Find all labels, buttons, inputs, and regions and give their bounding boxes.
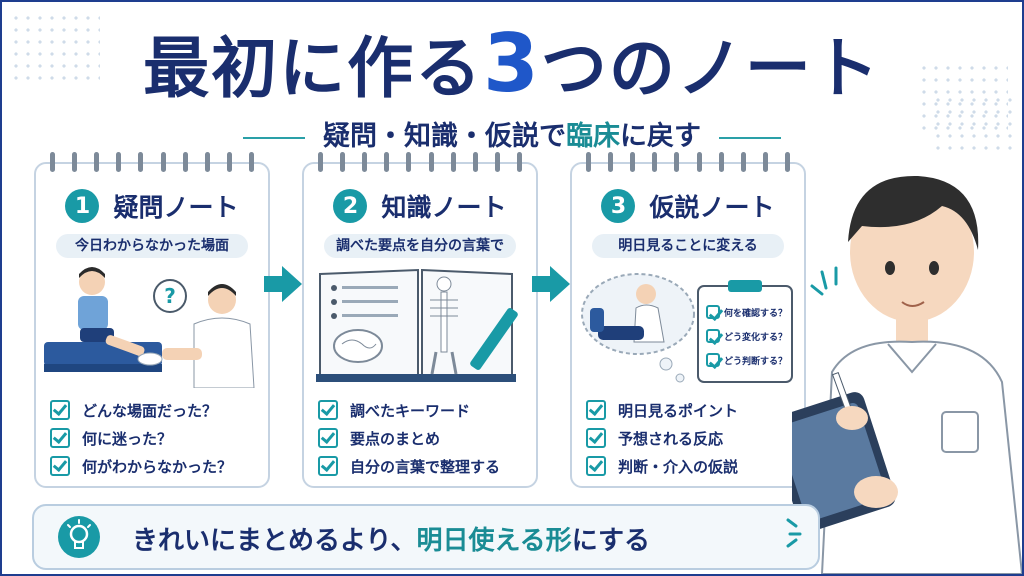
notebook-rings <box>50 152 254 172</box>
card-title: 疑問ノート <box>113 193 239 222</box>
dot-pattern-right <box>932 94 1012 154</box>
check-item: 判断・介入の仮説 <box>586 452 796 480</box>
card-caption: 明日見ることに変える <box>592 234 784 258</box>
checkbox-icon <box>50 456 70 476</box>
checkbox-icon <box>586 428 606 448</box>
check-item: 調べたキーワード <box>318 396 528 424</box>
card-hypothesis-note: 3 仮説ノート 明日見ることに変える 何を確認する？ どう変化する？ どう判断す… <box>570 152 806 488</box>
check-item: 何がわからなかった？ <box>50 452 260 480</box>
checkbox-icon <box>318 456 338 476</box>
checkbox-icon <box>318 400 338 420</box>
clipboard-list: 何を確認する？ どう変化する？ どう判断する？ <box>706 300 802 372</box>
step-badge: 1 <box>65 189 100 223</box>
checkbox-icon <box>706 329 720 343</box>
dot-pattern-topleft <box>10 12 100 82</box>
step-badge: 2 <box>333 189 368 223</box>
notebook-rings <box>318 152 522 172</box>
card-caption: 今日わからなかった場面 <box>56 234 248 258</box>
checkbox-icon <box>586 456 606 476</box>
check-item: 何に迷った？ <box>50 424 260 452</box>
checkbox-icon <box>706 353 720 367</box>
check-item: 要点のまとめ <box>318 424 528 452</box>
clipboard-item: どう変化する？ <box>706 324 802 348</box>
page-title: 最初に作る3つのノート <box>143 17 881 110</box>
subtitle-rule-right <box>719 136 781 139</box>
check-item: どんな場面だった？ <box>50 396 260 424</box>
step-badge: 3 <box>601 189 636 223</box>
checkbox-icon <box>318 428 338 448</box>
spark-lines-icon <box>786 518 802 548</box>
check-item: 自分の言葉で整理する <box>318 452 528 480</box>
checkbox-icon <box>50 428 70 448</box>
check-item: 明日見るポイント <box>586 396 796 424</box>
check-item: 予想される反応 <box>586 424 796 452</box>
card-question-note: 1 疑問ノート 今日わからなかった場面 ? どんな場面だった？ 何に迷った？ 何… <box>34 152 270 488</box>
checkbox-icon <box>706 305 720 319</box>
tip-text: きれいにまとめるより、明日使える形にする <box>132 526 650 556</box>
subtitle-rule-left <box>243 136 305 139</box>
notebook-rings <box>586 152 790 172</box>
lightbulb-icon <box>58 516 100 558</box>
page-subtitle: 疑問・知識・仮説で臨床に戻す <box>2 114 1022 153</box>
checkbox-icon <box>586 400 606 420</box>
card-title: 仮説ノート <box>649 193 775 222</box>
card-title: 知識ノート <box>381 193 507 222</box>
card-caption: 調べた要点を自分の言葉で <box>324 234 516 258</box>
card-knowledge-note: 2 知識ノート 調べた要点を自分の言葉で 調べたキーワード 要点のまとめ 自分の… <box>302 152 538 488</box>
therapist-with-tablet-illustration <box>792 175 1022 574</box>
tip-banner: きれいにまとめるより、明日使える形にする <box>32 504 820 570</box>
open-notebook-illustration <box>316 268 518 382</box>
clipboard-item: どう判断する？ <box>706 348 802 372</box>
patient-therapist-illustration: ? <box>44 267 255 388</box>
checkbox-icon <box>50 400 70 420</box>
clipboard-item: 何を確認する？ <box>706 300 802 324</box>
svg-text:?: ? <box>164 284 176 308</box>
